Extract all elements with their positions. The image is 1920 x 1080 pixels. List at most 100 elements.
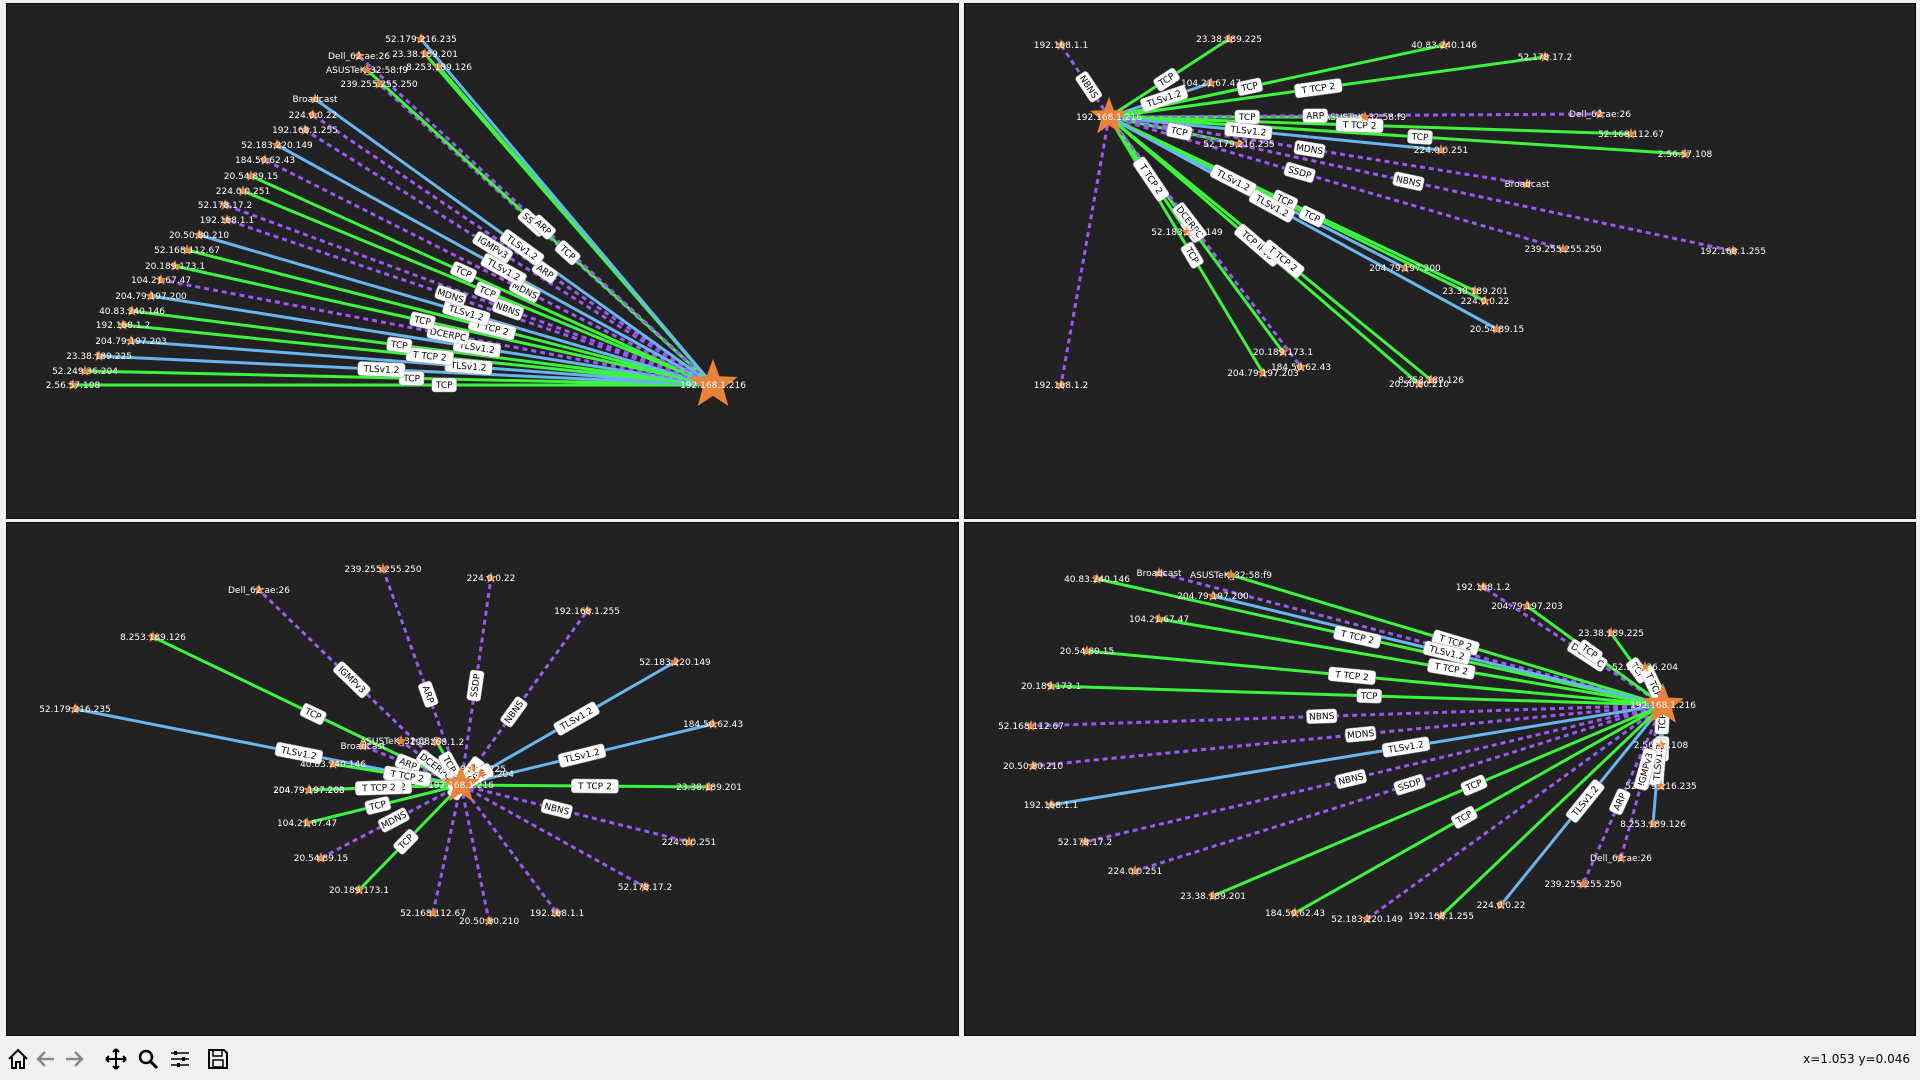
node-star-icon[interactable] [707, 718, 719, 729]
node-star-icon[interactable] [1605, 627, 1617, 638]
node-star-icon[interactable] [69, 703, 81, 714]
node-star-icon[interactable] [1625, 128, 1637, 139]
node-star-icon[interactable] [431, 736, 443, 747]
node-star-icon[interactable] [419, 48, 431, 59]
node-star-icon[interactable] [361, 64, 373, 75]
node-star-icon[interactable] [415, 33, 427, 44]
node-star-icon[interactable] [1521, 178, 1533, 189]
node-star-icon[interactable] [1181, 226, 1193, 237]
node-star-icon[interactable] [669, 656, 681, 667]
node-star-icon[interactable] [703, 781, 715, 792]
node-star-icon[interactable] [1081, 645, 1093, 656]
node-star-icon[interactable] [433, 61, 445, 72]
node-star-icon[interactable] [373, 78, 385, 89]
node-star-icon[interactable] [1491, 323, 1503, 334]
node-star-icon[interactable] [67, 379, 79, 390]
node-star-icon[interactable] [1223, 33, 1235, 44]
node-star-icon[interactable] [301, 817, 313, 828]
node-star-icon[interactable] [1027, 760, 1039, 771]
node-star-icon[interactable] [221, 214, 233, 225]
node-star-icon[interactable] [181, 244, 193, 255]
node-star-icon[interactable] [1639, 661, 1651, 672]
node-star-icon[interactable] [1233, 138, 1245, 149]
node-star-icon[interactable] [117, 319, 129, 330]
node-star-icon[interactable] [1045, 799, 1057, 810]
node-star-icon[interactable] [1577, 878, 1589, 889]
node-star-icon[interactable] [259, 154, 271, 165]
hub-star-icon[interactable] [1642, 683, 1684, 723]
node-star-icon[interactable] [581, 605, 593, 616]
node-star-icon[interactable] [1289, 907, 1301, 918]
node-star-icon[interactable] [145, 290, 157, 301]
node-star-icon[interactable] [1413, 378, 1425, 389]
node-star-icon[interactable] [1655, 780, 1667, 791]
zoom-button[interactable] [134, 1045, 162, 1073]
node-star-icon[interactable] [427, 907, 439, 918]
node-star-icon[interactable] [1025, 720, 1037, 731]
node-star-icon[interactable] [1438, 39, 1450, 50]
node-star-icon[interactable] [485, 572, 497, 583]
node-star-icon[interactable] [1153, 613, 1165, 624]
node-star-icon[interactable] [1361, 913, 1373, 924]
node-star-icon[interactable] [219, 199, 231, 210]
node-star-icon[interactable] [1055, 39, 1067, 50]
node-star-icon[interactable] [353, 884, 365, 895]
node-star-icon[interactable] [1205, 77, 1217, 88]
node-star-icon[interactable] [237, 185, 249, 196]
node-star-icon[interactable] [327, 758, 339, 769]
node-star-icon[interactable] [1425, 374, 1437, 385]
node-star-icon[interactable] [1079, 836, 1091, 847]
node-star-icon[interactable] [93, 350, 105, 361]
node-star-icon[interactable] [309, 93, 321, 104]
node-star-icon[interactable] [1435, 144, 1447, 155]
node-star-icon[interactable] [1435, 910, 1447, 921]
node-star-icon[interactable] [1257, 367, 1269, 378]
node-star-icon[interactable] [1277, 346, 1289, 357]
node-star-icon[interactable] [1594, 108, 1606, 119]
node-star-icon[interactable] [357, 740, 369, 751]
node-star-icon[interactable] [551, 907, 563, 918]
node-star-icon[interactable] [253, 584, 265, 595]
node-star-icon[interactable] [307, 109, 319, 120]
node-star-icon[interactable] [1477, 581, 1489, 592]
node-star-icon[interactable] [245, 170, 257, 181]
node-star-icon[interactable] [155, 274, 167, 285]
node-star-icon[interactable] [1207, 590, 1219, 601]
node-star-icon[interactable] [1055, 379, 1067, 390]
node-star-icon[interactable] [1727, 245, 1739, 256]
save-button[interactable] [204, 1045, 232, 1073]
node-star-icon[interactable] [303, 784, 315, 795]
node-star-icon[interactable] [299, 124, 311, 135]
node-star-icon[interactable] [1045, 680, 1057, 691]
node-star-icon[interactable] [1521, 600, 1533, 611]
node-star-icon[interactable] [1495, 899, 1507, 910]
node-star-icon[interactable] [395, 735, 407, 746]
node-star-icon[interactable] [1539, 51, 1551, 62]
node-star-icon[interactable] [193, 229, 205, 240]
node-star-icon[interactable] [1479, 295, 1491, 306]
forward-button[interactable] [60, 1045, 88, 1073]
node-star-icon[interactable] [377, 563, 389, 574]
node-star-icon[interactable] [683, 836, 695, 847]
node-star-icon[interactable] [467, 763, 479, 774]
node-star-icon[interactable] [1225, 569, 1237, 580]
node-star-icon[interactable] [1655, 739, 1667, 750]
node-star-icon[interactable] [639, 881, 651, 892]
node-star-icon[interactable] [169, 260, 181, 271]
configure-subplots-button[interactable] [166, 1045, 194, 1073]
home-button[interactable] [4, 1045, 32, 1073]
node-star-icon[interactable] [353, 50, 365, 61]
pan-button[interactable] [102, 1045, 130, 1073]
node-star-icon[interactable] [271, 139, 283, 150]
node-star-icon[interactable] [1557, 243, 1569, 254]
node-star-icon[interactable] [1647, 818, 1659, 829]
node-star-icon[interactable] [1129, 865, 1141, 876]
back-button[interactable] [32, 1045, 60, 1073]
node-star-icon[interactable] [1615, 852, 1627, 863]
node-star-icon[interactable] [1359, 111, 1371, 122]
node-star-icon[interactable] [1153, 567, 1165, 578]
